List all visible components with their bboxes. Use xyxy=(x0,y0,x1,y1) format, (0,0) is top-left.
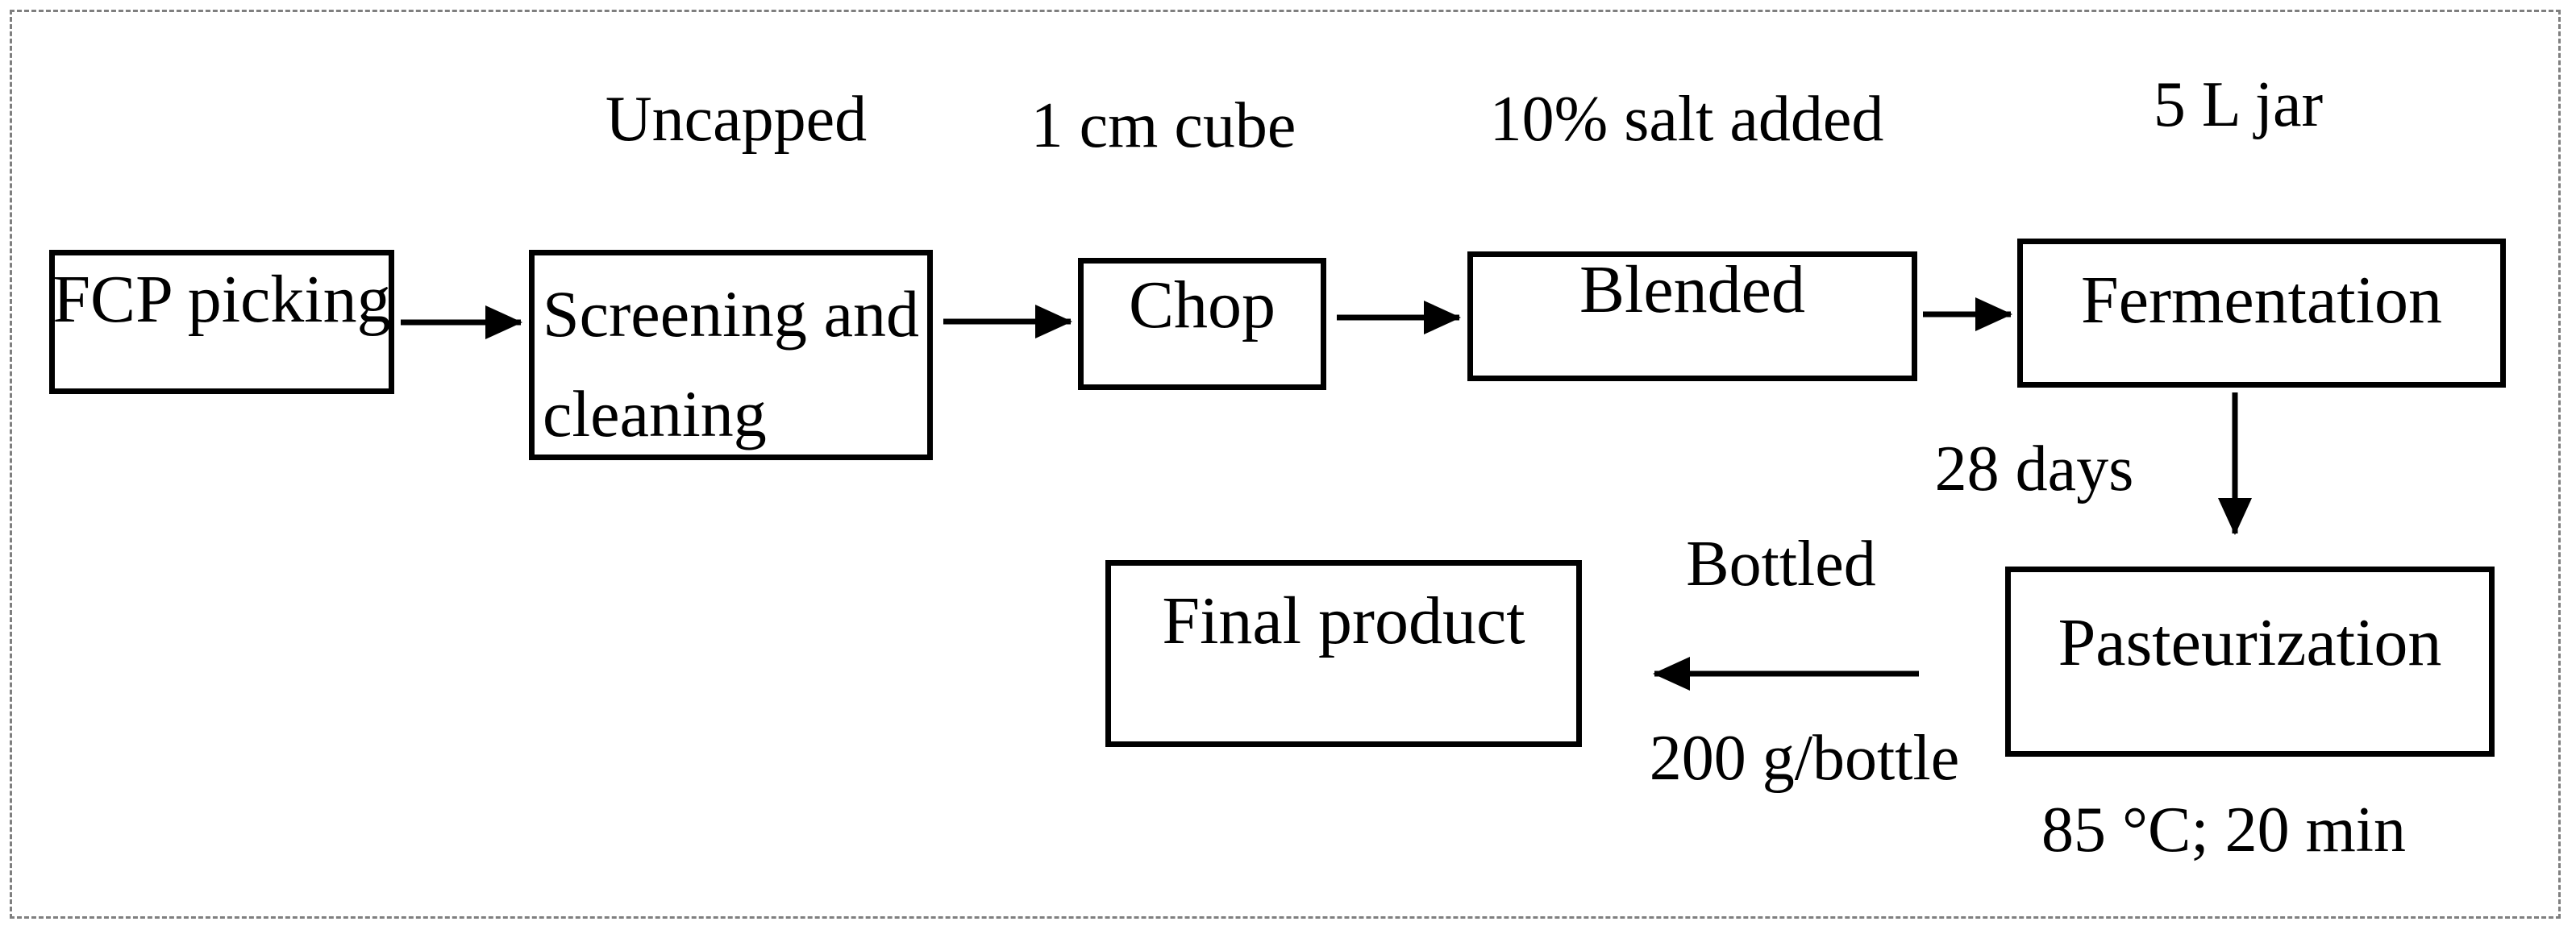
box-fermentation-label: Fermentation xyxy=(2081,263,2442,338)
annotation-cube-size: 1 cm cube xyxy=(1030,90,1296,161)
annotation-jar-size: 5 L jar xyxy=(2153,69,2324,140)
annotation-pasteurization-cond: 85 °C; 20 min xyxy=(2041,795,2407,866)
box-fcp-picking-label: FCP picking xyxy=(52,261,391,337)
box-screening-cleaning: Screening and cleaning xyxy=(529,250,933,460)
box-screening-cleaning-line1: Screening and xyxy=(543,277,919,351)
annotation-bottled: Bottled xyxy=(1686,529,1876,600)
box-blended-label: Blended xyxy=(1579,251,1805,327)
dashed-frame xyxy=(10,10,2561,919)
box-fcp-picking: FCP picking xyxy=(49,250,394,394)
box-chop-label: Chop xyxy=(1128,268,1276,343)
box-fermentation: Fermentation xyxy=(2017,239,2506,388)
annotation-salt-added: 10% salt added xyxy=(1489,84,1884,155)
box-screening-cleaning-line2: cleaning xyxy=(543,377,767,450)
box-pasteurization: Pasteurization xyxy=(2005,567,2495,757)
box-final-product: Final product xyxy=(1105,560,1582,747)
box-final-product-label: Final product xyxy=(1162,583,1525,658)
annotation-fermentation-days: 28 days xyxy=(1934,434,2134,504)
box-blended: Blended xyxy=(1467,251,1917,381)
box-chop: Chop xyxy=(1078,258,1326,390)
box-pasteurization-label: Pasteurization xyxy=(2058,605,2442,681)
annotation-uncapped: Uncapped xyxy=(605,84,868,155)
annotation-bottle-fill: 200 g/bottle xyxy=(1649,723,1960,794)
